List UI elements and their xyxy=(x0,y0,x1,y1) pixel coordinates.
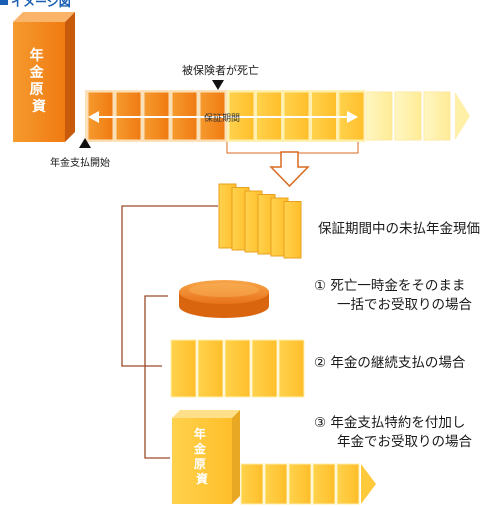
annuity-payment-block xyxy=(312,463,336,505)
timeline-light-block xyxy=(365,91,393,141)
diagram-header: イメージ図 xyxy=(0,0,71,9)
option3-line2: 年金でお受取りの場合 xyxy=(337,434,472,450)
annuity-payment-blocks xyxy=(240,463,376,505)
continued-payment-block xyxy=(278,339,305,398)
lump-sum-disk xyxy=(179,280,269,318)
insured-death-label: 被保険者が死亡 xyxy=(182,63,259,77)
death-marker xyxy=(212,80,224,90)
connector-lines xyxy=(121,205,218,459)
unpaid-value-block xyxy=(283,201,302,259)
fund-box-2 xyxy=(172,410,240,504)
option3-line1: ③ 年金支払特約を付加し xyxy=(314,415,465,431)
timeline-light-block xyxy=(394,91,422,141)
timeline-light-block xyxy=(423,91,451,141)
guarantee-period-arrow xyxy=(88,111,358,123)
annuity-arrow-tip xyxy=(361,464,376,504)
unpaid-value-blocks xyxy=(218,183,302,259)
guarantee-period-label: 保証期間 xyxy=(204,112,240,124)
continued-payment-blocks xyxy=(170,339,305,398)
fund-box-3d xyxy=(13,12,75,142)
option1-line1: ① 死亡一時金をそのまま xyxy=(314,278,465,294)
timeline-arrow-tip xyxy=(455,92,470,140)
continued-payment-block xyxy=(170,339,197,398)
diagram-title: イメージ図 xyxy=(11,0,71,9)
option2-label: ② 年金の継続支払の場合 xyxy=(314,355,466,371)
unpaid-value-label: 保証期間中の未払年金現価 xyxy=(318,221,480,237)
option1-line2: 一括でお受取りの場合 xyxy=(337,297,472,313)
down-arrow xyxy=(269,151,310,188)
header-square-icon xyxy=(0,0,8,5)
fund-box-label: 年 金 原 資 xyxy=(29,47,49,115)
continued-payment-block xyxy=(197,339,224,398)
payment-start-label: 年金支払開始 xyxy=(50,156,110,169)
continued-payment-block xyxy=(251,339,278,398)
annuity-payment-block xyxy=(288,463,312,505)
fund-box2-label: 年 金 原 資 xyxy=(193,426,210,486)
annuity-payment-block xyxy=(240,463,264,505)
annuity-payment-block xyxy=(264,463,288,505)
continued-payment-block xyxy=(224,339,251,398)
annuity-payment-block xyxy=(336,463,360,505)
payment-start-marker xyxy=(79,138,91,148)
